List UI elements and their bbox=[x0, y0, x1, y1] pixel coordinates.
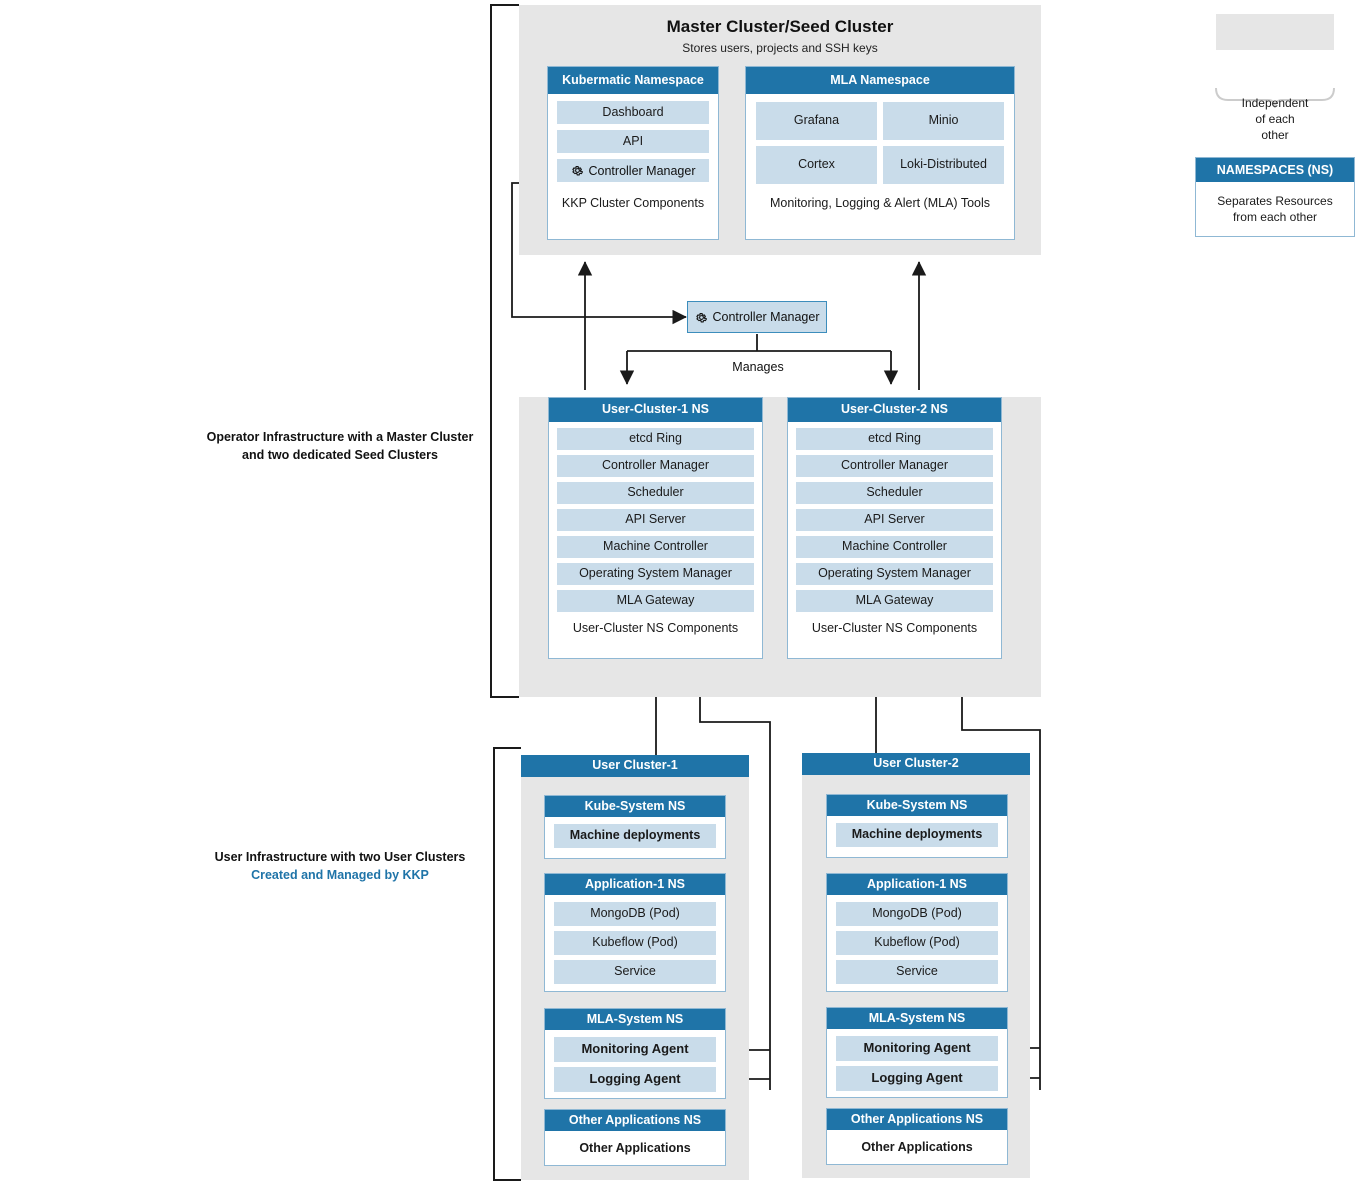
user-label-line2: Created and Managed by KKP bbox=[251, 868, 429, 883]
mla-system-ns-header: MLA-System NS bbox=[827, 1008, 1007, 1029]
component-minio[interactable]: Minio bbox=[883, 102, 1004, 140]
controller-manager-label: Controller Manager bbox=[588, 163, 696, 178]
controller-manager-box[interactable]: Controller Manager bbox=[687, 301, 827, 333]
component-service[interactable]: Service bbox=[554, 960, 716, 984]
kube-system-ns-header: Kube-System NS bbox=[545, 796, 725, 817]
user-cluster-1-ns-caption: User-Cluster NS Components bbox=[557, 615, 754, 641]
component-monitoring-agent[interactable]: Monitoring Agent bbox=[836, 1036, 998, 1061]
component-monitoring-agent[interactable]: Monitoring Agent bbox=[554, 1037, 716, 1062]
component-controller-manager[interactable]: Controller Manager bbox=[796, 455, 993, 477]
component-kubeflow-pod[interactable]: Kubeflow (Pod) bbox=[554, 931, 716, 955]
component-logging-agent[interactable]: Logging Agent bbox=[554, 1067, 716, 1092]
user-cluster-2-ns-caption: User-Cluster NS Components bbox=[796, 615, 993, 641]
kubermatic-namespace-card: Kubermatic Namespace Dashboard API Contr… bbox=[547, 66, 719, 240]
operator-label-line1: Operator Infrastructure with a Master Cl… bbox=[206, 430, 474, 444]
kubermatic-namespace-header: Kubermatic Namespace bbox=[548, 67, 718, 94]
master-cluster-title: Master Cluster/Seed Cluster bbox=[666, 17, 894, 36]
legend-namespaces-body-line2: from each other bbox=[1232, 210, 1318, 224]
application-1-ns-card: Application-1 NS MongoDB (Pod) Kubeflow … bbox=[544, 873, 726, 992]
kkp-cluster-components-caption: KKP Cluster Components bbox=[557, 186, 709, 220]
component-scheduler[interactable]: Scheduler bbox=[796, 482, 993, 504]
gear-icon bbox=[695, 311, 708, 324]
component-operating-system-manager[interactable]: Operating System Manager bbox=[796, 563, 993, 585]
operator-infrastructure-label: Operator Infrastructure with a Master Cl… bbox=[190, 428, 490, 464]
component-machine-controller[interactable]: Machine Controller bbox=[557, 536, 754, 558]
user-cluster-2-header: User Cluster-2 bbox=[802, 753, 1030, 775]
operator-label-line2: and two dedicated Seed Clusters bbox=[242, 448, 438, 463]
mla-system-ns-header: MLA-System NS bbox=[545, 1009, 725, 1030]
component-controller-manager[interactable]: Controller Manager bbox=[557, 455, 754, 477]
component-operating-system-manager[interactable]: Operating System Manager bbox=[557, 563, 754, 585]
application-1-ns-card: Application-1 NS MongoDB (Pod) Kubeflow … bbox=[826, 873, 1008, 992]
legend-independent-line1: Independent bbox=[1241, 96, 1309, 110]
legend-namespaces-header: NAMESPACES (NS) bbox=[1196, 158, 1354, 182]
application-1-ns-header: Application-1 NS bbox=[827, 874, 1007, 895]
legend-namespaces-body: Separates Resources from each other bbox=[1196, 182, 1354, 236]
component-kubeflow-pod[interactable]: Kubeflow (Pod) bbox=[836, 931, 998, 955]
kube-system-ns-card: Kube-System NS Machine deployments bbox=[544, 795, 726, 859]
component-service[interactable]: Service bbox=[836, 960, 998, 984]
manages-label: Manages bbox=[718, 360, 798, 374]
mla-system-ns-card: MLA-System NS Monitoring Agent Logging A… bbox=[544, 1008, 726, 1099]
master-cluster-subtitle: Stores users, projects and SSH keys bbox=[682, 41, 878, 55]
component-mongodb-pod[interactable]: MongoDB (Pod) bbox=[554, 902, 716, 926]
controller-manager-box-label: Controller Manager bbox=[712, 310, 820, 324]
user-cluster-1-ns-header: User-Cluster-1 NS bbox=[549, 398, 762, 422]
component-cortex[interactable]: Cortex bbox=[756, 146, 877, 184]
component-machine-controller[interactable]: Machine Controller bbox=[796, 536, 993, 558]
component-mongodb-pod[interactable]: MongoDB (Pod) bbox=[836, 902, 998, 926]
legend-independent-line3: other bbox=[1261, 128, 1289, 143]
user-cluster-2-ns-card: User-Cluster-2 NS etcd Ring Controller M… bbox=[787, 397, 1002, 659]
legend-gray-swatch bbox=[1216, 14, 1334, 50]
component-api[interactable]: API bbox=[557, 130, 709, 153]
other-applications-ns-card: Other Applications NS Other Applications bbox=[544, 1109, 726, 1166]
component-etcd-ring[interactable]: etcd Ring bbox=[796, 428, 993, 450]
other-applications-ns-card: Other Applications NS Other Applications bbox=[826, 1108, 1008, 1165]
application-1-ns-header: Application-1 NS bbox=[545, 874, 725, 895]
user-cluster-1-header: User Cluster-1 bbox=[521, 755, 749, 777]
kube-system-ns-card: Kube-System NS Machine deployments bbox=[826, 794, 1008, 858]
component-machine-deployments[interactable]: Machine deployments bbox=[554, 824, 716, 848]
user-label-line1: User Infrastructure with two User Cluste… bbox=[214, 850, 466, 864]
other-applications-ns-header: Other Applications NS bbox=[827, 1109, 1007, 1130]
component-mla-gateway[interactable]: MLA Gateway bbox=[796, 590, 993, 612]
component-loki-distributed[interactable]: Loki-Distributed bbox=[883, 146, 1004, 184]
user-cluster-2-ns-header: User-Cluster-2 NS bbox=[788, 398, 1001, 422]
component-api-server[interactable]: API Server bbox=[557, 509, 754, 531]
component-grafana[interactable]: Grafana bbox=[756, 102, 877, 140]
component-scheduler[interactable]: Scheduler bbox=[557, 482, 754, 504]
component-other-applications[interactable]: Other Applications bbox=[827, 1130, 1007, 1164]
legend-namespaces-card: NAMESPACES (NS) Separates Resources from… bbox=[1195, 157, 1355, 237]
mla-namespace-header: MLA Namespace bbox=[746, 67, 1014, 94]
mla-namespace-card: MLA Namespace Grafana Minio Cortex Loki-… bbox=[745, 66, 1015, 240]
gear-icon bbox=[571, 164, 584, 177]
legend-independent-line2: of each bbox=[1255, 112, 1295, 127]
user-cluster-1-ns-card: User-Cluster-1 NS etcd Ring Controller M… bbox=[548, 397, 763, 659]
component-dashboard[interactable]: Dashboard bbox=[557, 101, 709, 124]
component-other-applications[interactable]: Other Applications bbox=[545, 1131, 725, 1165]
user-infrastructure-label: User Infrastructure with two User Cluste… bbox=[190, 848, 490, 884]
component-api-server[interactable]: API Server bbox=[796, 509, 993, 531]
mla-system-ns-card: MLA-System NS Monitoring Agent Logging A… bbox=[826, 1007, 1008, 1098]
component-logging-agent[interactable]: Logging Agent bbox=[836, 1066, 998, 1091]
legend-namespaces-body-line1: Separates Resources bbox=[1217, 193, 1333, 208]
component-mla-gateway[interactable]: MLA Gateway bbox=[557, 590, 754, 612]
component-controller-manager[interactable]: Controller Manager bbox=[557, 159, 709, 182]
other-applications-ns-header: Other Applications NS bbox=[545, 1110, 725, 1131]
component-etcd-ring[interactable]: etcd Ring bbox=[557, 428, 754, 450]
component-machine-deployments[interactable]: Machine deployments bbox=[836, 823, 998, 847]
legend-independent-text: Independent of each other bbox=[1196, 95, 1354, 144]
mla-tools-caption: Monitoring, Logging & Alert (MLA) Tools bbox=[746, 187, 1014, 219]
kube-system-ns-header: Kube-System NS bbox=[827, 795, 1007, 816]
